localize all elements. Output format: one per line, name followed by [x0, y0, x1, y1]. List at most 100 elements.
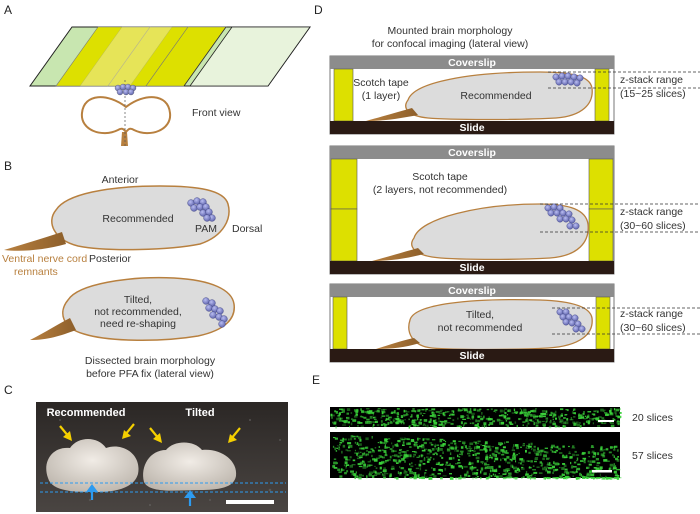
signal-speck — [426, 453, 431, 455]
signal-speck — [483, 422, 487, 426]
signal-speck — [398, 460, 402, 462]
signal-speck — [441, 456, 444, 459]
recommended-vnc — [4, 232, 66, 251]
signal-speck — [333, 458, 337, 460]
signal-speck — [342, 424, 347, 426]
signal-speck — [583, 422, 586, 426]
signal-speck — [533, 415, 536, 419]
signal-speck — [437, 414, 441, 416]
signal-speck — [435, 410, 440, 413]
signal-speck — [399, 449, 402, 451]
signal-speck — [504, 411, 507, 415]
signal-speck — [570, 466, 574, 469]
signal-speck — [383, 408, 387, 411]
signal-speck — [561, 473, 564, 476]
signal-speck — [545, 410, 548, 413]
signal-speck — [342, 444, 346, 448]
signal-speck — [572, 445, 575, 448]
vnc-label-line2: remnants — [14, 266, 58, 278]
signal-speck — [442, 412, 446, 414]
signal-speck — [504, 471, 508, 475]
signal-speck — [563, 417, 566, 419]
signal-speck — [469, 442, 474, 445]
signal-speck — [474, 447, 475, 450]
signal-speck — [617, 415, 622, 418]
signal-speck — [359, 456, 363, 459]
signal-speck — [484, 445, 488, 448]
signal-speck — [542, 467, 546, 471]
signal-speck — [493, 410, 495, 412]
signal-speck — [398, 451, 402, 455]
signal-speck — [479, 449, 483, 451]
signal-speck — [368, 473, 371, 475]
signal-speck — [434, 452, 437, 454]
signal-speck — [428, 477, 433, 480]
box2-zstack-range: (30~60 slices) — [620, 220, 686, 232]
signal-speck — [542, 449, 545, 452]
signal-speck — [583, 452, 586, 454]
signal-speck — [354, 476, 358, 478]
signal-speck — [351, 472, 355, 476]
signal-speck — [490, 475, 493, 477]
signal-speck — [518, 418, 521, 421]
signal-speck — [466, 410, 468, 413]
signal-speck — [513, 449, 515, 452]
signal-speck — [536, 466, 540, 468]
signal-speck — [593, 452, 597, 455]
signal-speck — [396, 412, 399, 415]
signal-speck — [438, 417, 440, 420]
signal-speck — [433, 415, 437, 418]
signal-speck — [504, 458, 507, 461]
signal-speck — [338, 416, 341, 419]
signal-speck — [417, 475, 420, 478]
signal-speck — [490, 408, 493, 411]
signal-speck — [444, 467, 447, 471]
signal-speck — [461, 452, 463, 456]
signal-speck — [413, 453, 416, 456]
signal-speck — [527, 411, 531, 414]
signal-speck — [402, 457, 405, 460]
signal-speck — [526, 424, 528, 428]
signal-speck — [426, 460, 430, 463]
signal-speck — [528, 460, 530, 462]
yellow-arrow-2-icon — [122, 423, 135, 439]
signal-speck — [346, 420, 348, 423]
signal-speck — [457, 462, 461, 464]
signal-speck — [493, 469, 498, 473]
signal-speck — [340, 408, 345, 411]
signal-speck — [483, 462, 487, 466]
signal-speck — [597, 425, 601, 427]
signal-speck — [407, 414, 409, 416]
signal-speck — [399, 454, 403, 456]
signal-speck — [520, 467, 525, 470]
signal-speck — [479, 415, 483, 417]
blue-arrow-1-icon — [86, 484, 98, 500]
signal-speck — [601, 476, 603, 479]
signal-speck — [575, 454, 580, 456]
signal-speck — [339, 418, 342, 421]
signal-speck — [358, 443, 362, 446]
signal-speck — [359, 455, 363, 457]
signal-speck — [545, 417, 549, 420]
signal-speck — [449, 452, 452, 455]
signal-speck — [338, 448, 341, 451]
signal-speck — [532, 465, 535, 467]
signal-speck — [501, 454, 505, 456]
signal-speck — [391, 465, 395, 468]
signal-speck — [379, 441, 383, 444]
signal-speck — [616, 459, 620, 462]
signal-speck — [333, 437, 336, 439]
signal-speck — [616, 421, 621, 424]
signal-speck — [365, 421, 369, 424]
signal-speck — [528, 451, 531, 454]
signal-speck — [384, 444, 386, 447]
signal-speck — [404, 457, 409, 459]
signal-speck — [576, 421, 579, 425]
signal-speck — [372, 475, 375, 478]
signal-speck — [565, 471, 570, 475]
signal-speck — [384, 438, 389, 441]
signal-speck — [546, 457, 550, 460]
signal-speck — [562, 421, 566, 425]
signal-speck — [489, 456, 493, 459]
front-view-label: Front view — [192, 107, 241, 119]
